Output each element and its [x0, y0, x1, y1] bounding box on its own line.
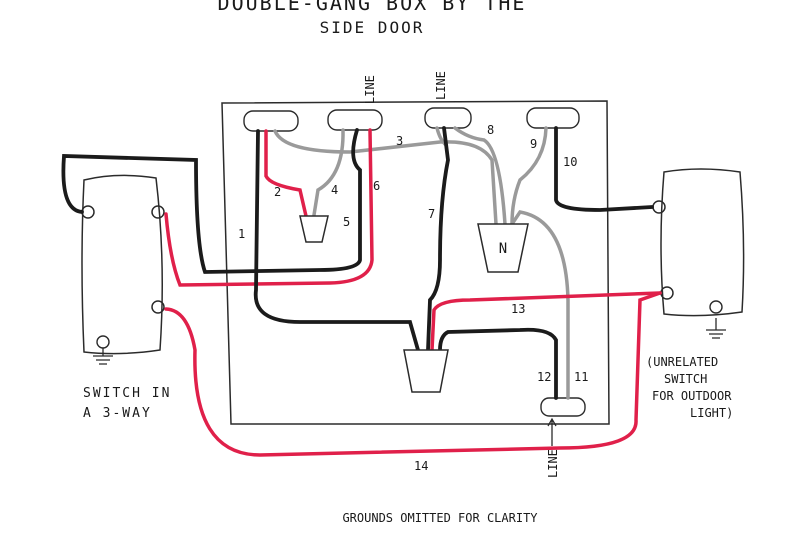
wire-13 [430, 291, 662, 352]
wire-2 [264, 129, 308, 218]
line-arrow [547, 417, 557, 446]
line-label-2: LINE [434, 71, 448, 100]
right-switch-terminal-top [652, 200, 666, 214]
wire-label-12: 12 [537, 370, 551, 384]
line-label-3: LINE [546, 449, 560, 478]
wire-8 [453, 126, 507, 226]
wire-label-4: 4 [331, 183, 338, 197]
wire-label-6: 6 [373, 179, 380, 193]
traveler-wires [164, 128, 662, 457]
wire-label-1: 1 [238, 227, 245, 241]
wire-4 [312, 128, 345, 217]
cable-clamp-4 [526, 107, 580, 129]
wire-9 [510, 126, 548, 226]
left-switch-body [81, 174, 163, 355]
wire-label-5: 5 [343, 215, 350, 229]
wire-label-14: 14 [414, 459, 428, 473]
title-top: DOUBLE-GANG BOX BY THE [218, 0, 527, 15]
wire-label-2: 2 [274, 185, 281, 199]
wire-12 [438, 327, 558, 400]
right-switch-body [660, 168, 745, 317]
wire-10 [554, 126, 654, 212]
neutral-label: N [499, 241, 507, 257]
right-switch-caption-line2: SWITCH [664, 372, 707, 386]
right-switch-ground-screw [709, 300, 723, 314]
left-switch-caption-line2: A 3-WAY [83, 406, 152, 421]
wire-14 [164, 291, 662, 457]
wire-nut-bottom [403, 349, 449, 393]
left-switch-terminal-right-top [151, 205, 165, 219]
footer-note: GROUNDS OMITTED FOR CLARITY [342, 511, 538, 525]
wire-label-7: 7 [428, 207, 435, 221]
wire-nut-left [299, 215, 329, 243]
cable-clamp-bottom [540, 397, 586, 417]
wire-label-8: 8 [487, 123, 494, 137]
right-switch-caption-line3: FOR OUTDOOR [652, 389, 732, 403]
box-outline [221, 100, 610, 425]
left-switch-terminal-right-bottom [151, 300, 165, 314]
right-switch-caption-line4: LIGHT) [690, 406, 733, 420]
cable-clamp-1 [243, 110, 299, 132]
wire-label-3: 3 [396, 134, 403, 148]
right-ground-symbol [706, 318, 726, 339]
wire-nut-neutral [477, 223, 529, 273]
left-switch-caption-line1: SWITCH IN [83, 386, 171, 401]
wire-label-9: 9 [530, 137, 537, 151]
left-switch-ground-screw [96, 335, 110, 349]
wire-3 [273, 129, 498, 226]
cable-clamp-2 [327, 109, 383, 131]
wire-label-13: 13 [511, 302, 525, 316]
neutral-wires [273, 126, 570, 400]
line-label-1: LINE [363, 75, 377, 104]
cable-clamp-3 [424, 107, 472, 129]
wire-11 [510, 210, 570, 400]
title-bottom: SIDE DOOR [320, 18, 425, 37]
wire-label-11: 11 [574, 370, 588, 384]
wire-1 [253, 129, 420, 352]
hot-wires [61, 126, 654, 400]
wire-label-10: 10 [563, 155, 577, 169]
right-switch-caption-line1: (UNRELATED [646, 355, 718, 369]
left-ground-symbol [93, 348, 113, 365]
wire-5 [61, 128, 362, 274]
wire-7 [426, 126, 450, 352]
